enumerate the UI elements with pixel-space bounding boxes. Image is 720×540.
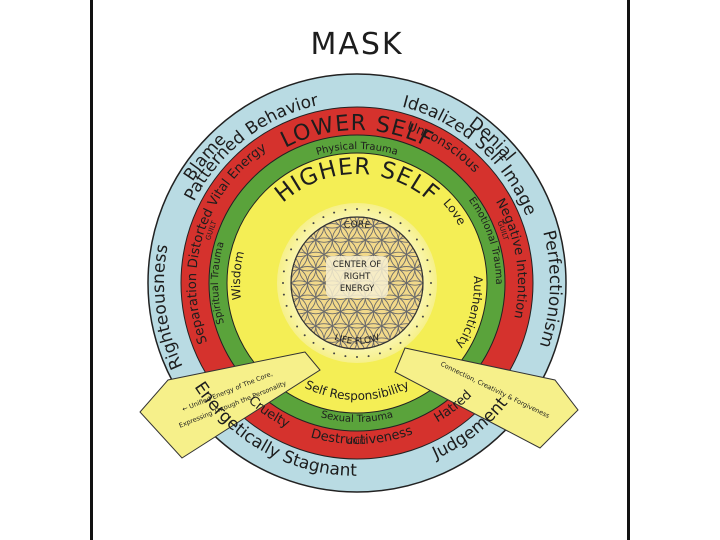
core-dot	[408, 229, 411, 232]
core-dot	[421, 248, 424, 251]
svg-text:CORE: CORE	[343, 220, 371, 231]
core-dot	[399, 341, 402, 344]
flower-petal-circle	[315, 217, 350, 229]
core-dot	[426, 304, 429, 307]
center-label-backdrop	[326, 256, 388, 298]
core-dot	[429, 293, 432, 296]
trauma-spiritual: Spiritual Trauma	[210, 240, 227, 325]
beam-right	[394, 347, 579, 449]
flower-petal-circle	[364, 217, 399, 229]
flower-petal-circle	[348, 217, 383, 229]
center-label-line: CENTER OF	[333, 260, 382, 270]
core-dot	[290, 248, 293, 251]
core-dot	[285, 304, 288, 307]
life-flow-label: LIFE FLOW	[333, 333, 381, 347]
core-dot	[426, 259, 429, 262]
center-label-line: ENERGY	[340, 284, 375, 294]
core-dot	[333, 352, 336, 355]
core-dot	[356, 356, 358, 358]
core-dot	[367, 208, 370, 211]
core-label: CORE	[343, 220, 371, 231]
core-dot	[367, 355, 370, 358]
svg-text:Sexual Trauma: Sexual Trauma	[320, 409, 394, 425]
flower-petal-circle	[331, 337, 366, 349]
left-border-line	[90, 0, 93, 540]
core-dot	[415, 325, 418, 328]
core-dot	[389, 347, 392, 350]
svg-text:GUILT: GUILT	[347, 438, 368, 446]
svg-text:Spiritual Trauma: Spiritual Trauma	[210, 240, 227, 325]
beam-left	[139, 351, 321, 459]
core-dot	[415, 238, 418, 241]
core-dot	[421, 315, 424, 318]
core-dot	[378, 211, 381, 214]
flower-petal-circle	[364, 337, 399, 349]
flower-petal-circle	[348, 337, 383, 349]
core-dot	[285, 259, 288, 262]
core-dot	[312, 341, 315, 344]
guilt-label: GUILT	[347, 438, 368, 446]
core-dot	[303, 229, 306, 232]
core-dot	[290, 315, 293, 318]
flower-petal-circle	[331, 217, 366, 229]
core-dot	[303, 334, 306, 337]
trauma-sexual: Sexual Trauma	[320, 409, 394, 425]
core-dot	[429, 270, 432, 273]
core-dot	[344, 355, 347, 358]
center-label-line: RIGHT	[344, 272, 371, 282]
svg-text:LIFE FLOW: LIFE FLOW	[333, 333, 381, 347]
core-dot	[356, 208, 358, 210]
core-dotted-circle	[282, 208, 432, 358]
core-dot	[322, 216, 325, 219]
core-dot	[378, 352, 381, 355]
core-dot	[322, 347, 325, 350]
right-border-line	[627, 0, 630, 540]
core-dot	[333, 211, 336, 214]
flower-petal-circle	[315, 337, 350, 349]
core-dot	[282, 282, 284, 284]
mask-title: MASK	[310, 27, 403, 62]
core-dot	[344, 208, 347, 211]
core-dot	[312, 222, 315, 225]
core-dot	[430, 282, 432, 284]
core-dot	[389, 216, 392, 219]
core-dot	[399, 222, 402, 225]
core-dot	[282, 270, 285, 273]
core-dot	[282, 293, 285, 296]
core-dot	[296, 325, 299, 328]
core-dot	[296, 238, 299, 241]
core-dot	[408, 334, 411, 337]
